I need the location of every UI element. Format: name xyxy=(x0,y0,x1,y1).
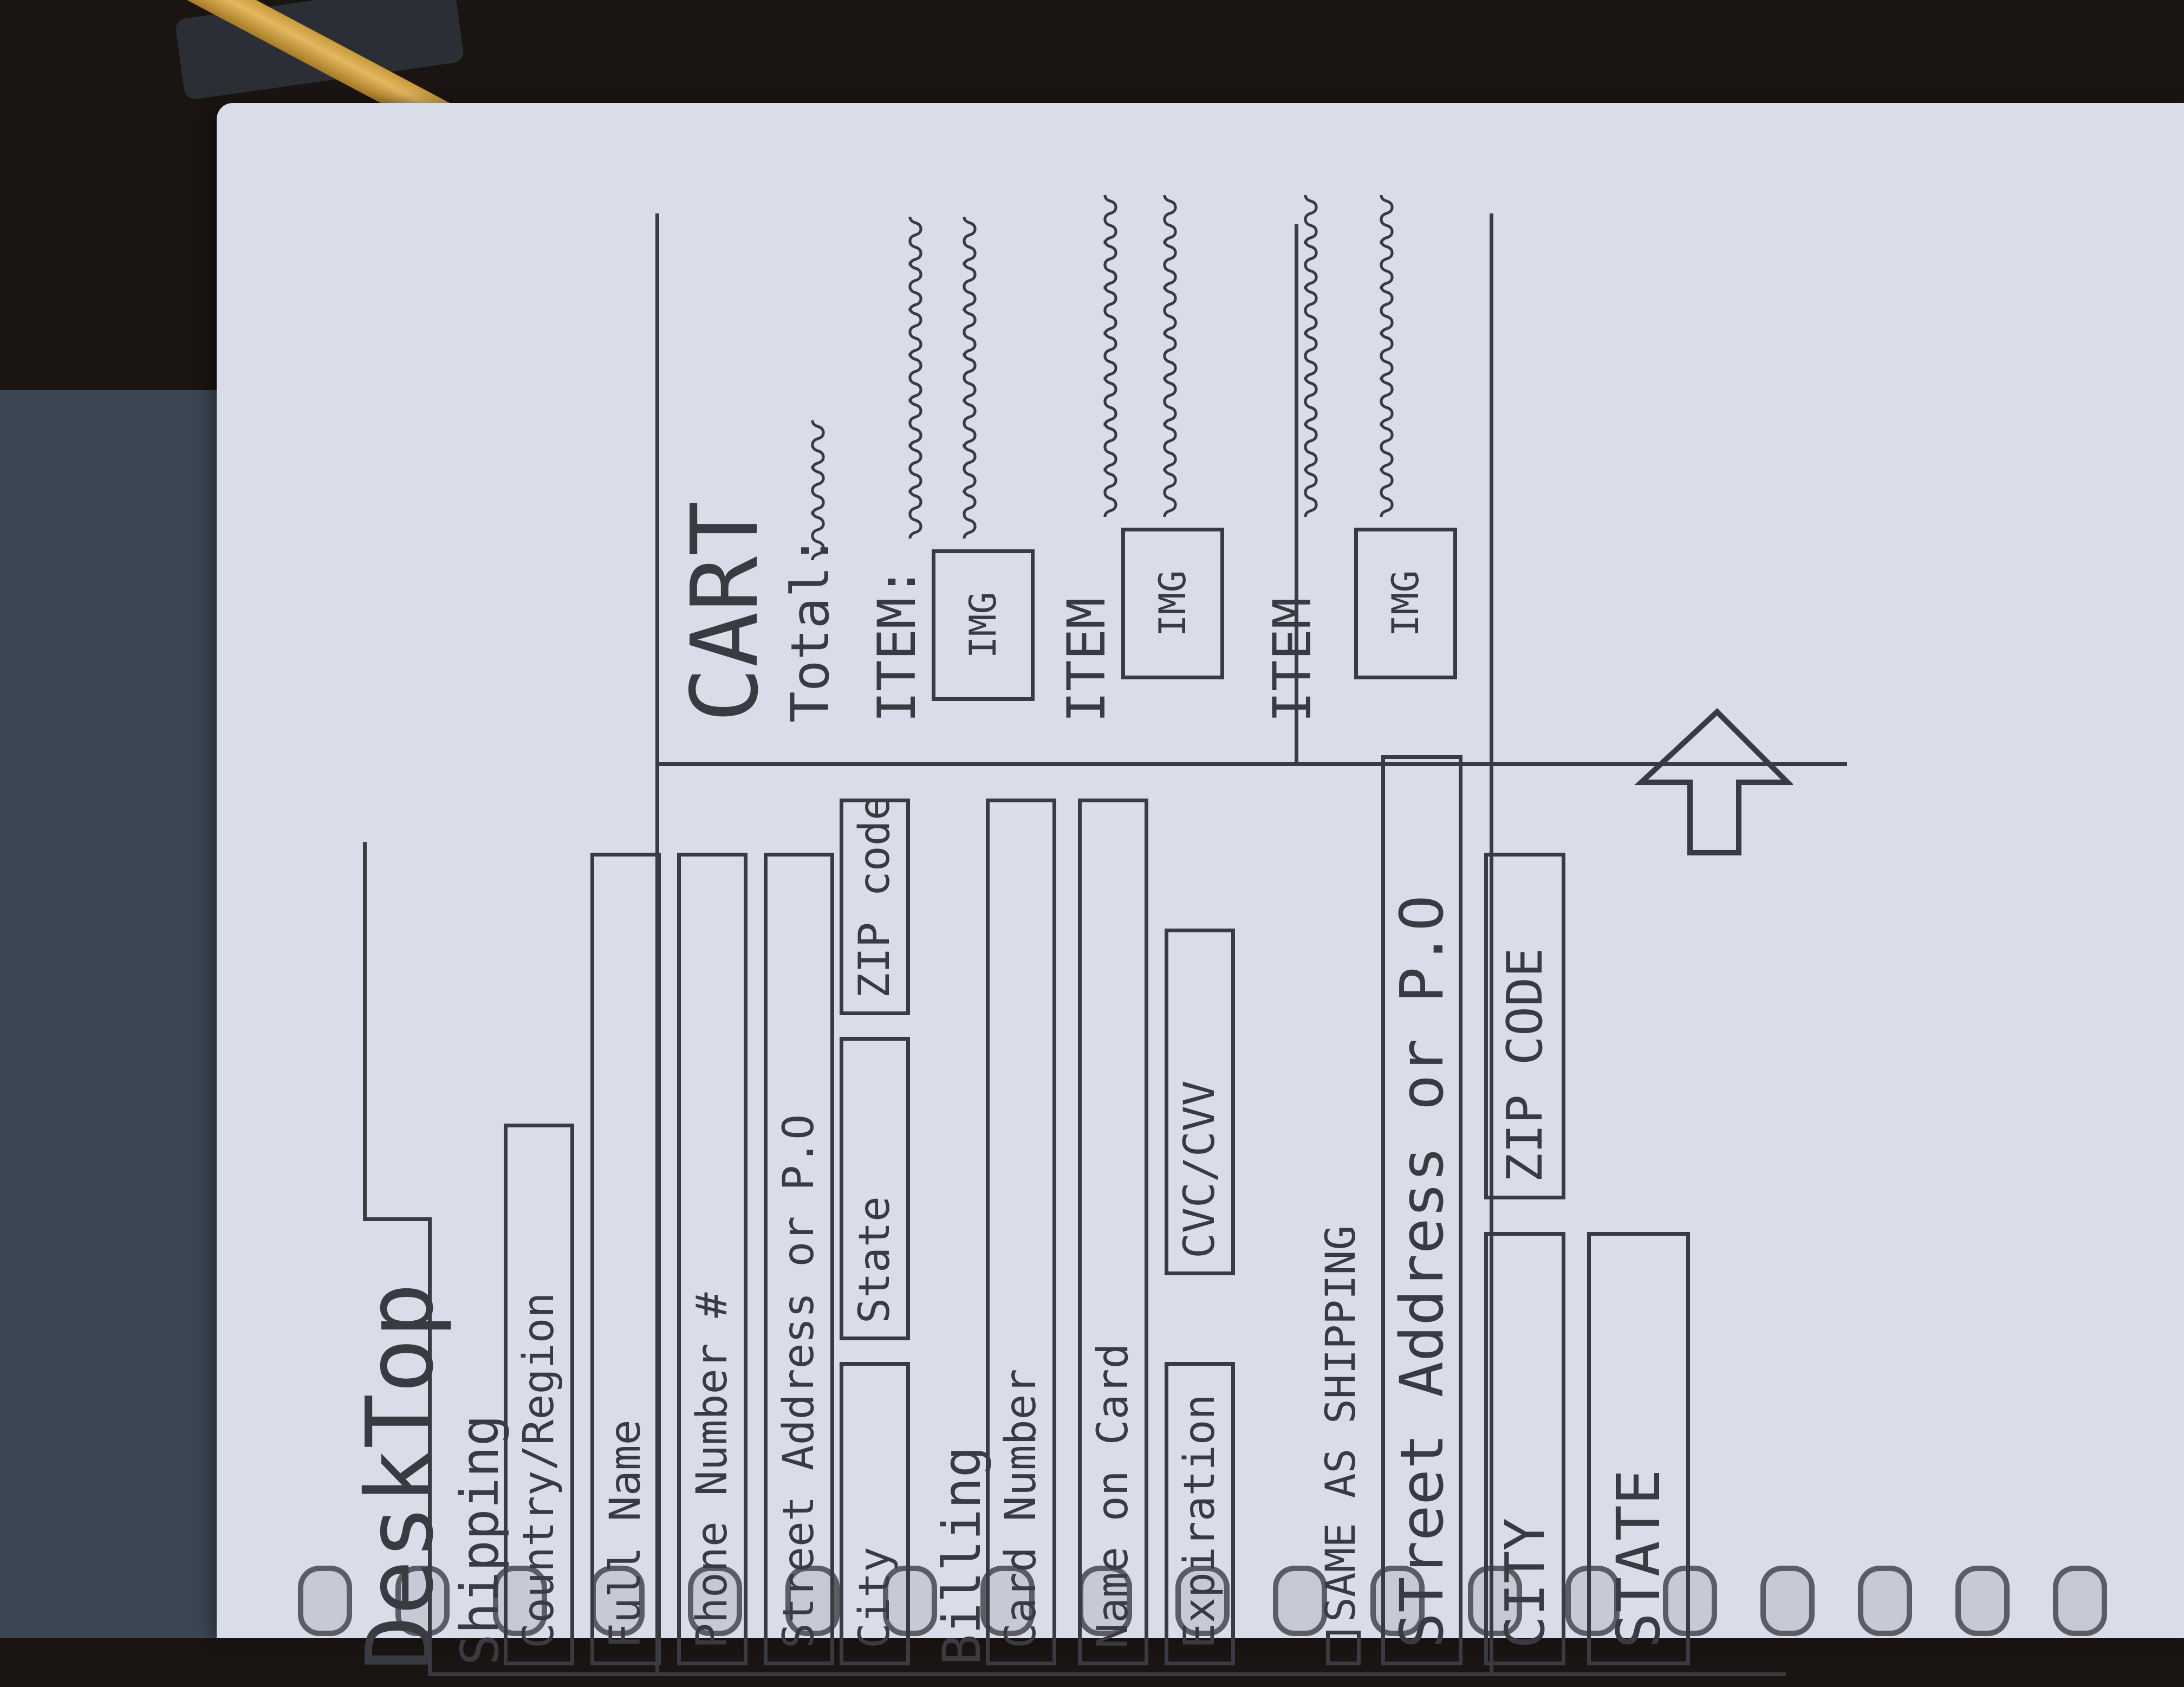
city-field[interactable]: City xyxy=(840,1362,910,1665)
total-placeholder-squiggle: 〰〰〰 xyxy=(791,424,848,560)
spiral-ring xyxy=(688,1566,742,1636)
name-on-card-field[interactable]: Name on Card xyxy=(1078,799,1148,1665)
tab-outline xyxy=(363,842,367,1221)
billing-city-field[interactable]: CITY xyxy=(1484,1232,1565,1665)
spiral-ring xyxy=(883,1566,937,1636)
spiral-ring xyxy=(1565,1566,1620,1636)
cart-item-label: ITEM: xyxy=(867,566,927,723)
cart-item-label: ITEM xyxy=(1056,597,1117,723)
billing-street-address-field[interactable]: STreet Address or P.O xyxy=(1381,755,1462,1665)
phone-number-field[interactable]: Phone Number # xyxy=(677,853,748,1665)
next-arrow-button[interactable] xyxy=(1630,701,1795,864)
spiral-ring xyxy=(1760,1566,1815,1636)
spiral-ring xyxy=(1663,1566,1717,1636)
spiral-ring xyxy=(1175,1566,1230,1636)
cart-item-image: IMG xyxy=(1121,528,1224,679)
cvc-cvv-field[interactable]: CVC/CVV xyxy=(1165,929,1235,1275)
spiral-ring xyxy=(395,1566,450,1636)
cart-total-label: Total: xyxy=(780,535,841,723)
wireframe-sketch: DeskTop Shipping Country/Region Full Nam… xyxy=(347,192,1847,1687)
desk-surface xyxy=(0,390,227,1638)
spiral-ring xyxy=(1370,1566,1425,1636)
spiral-ring xyxy=(493,1566,547,1636)
full-name-field[interactable]: Full Name xyxy=(590,853,661,1665)
billing-zip-code-field[interactable]: ZIP CODE xyxy=(1484,853,1565,1199)
cart-item-label: ITEM xyxy=(1262,597,1323,723)
cart-heading: CART xyxy=(672,501,779,723)
card-number-field[interactable]: Card Number xyxy=(986,799,1056,1665)
notebook-page: DeskTop Shipping Country/Region Full Nam… xyxy=(217,103,2184,1676)
item-detail-squiggle: 〰〰〰〰〰〰〰 xyxy=(1360,198,1417,517)
arrow-icon xyxy=(1634,708,1795,855)
frame-line xyxy=(432,1672,1786,1676)
spiral-ring xyxy=(1273,1566,1327,1636)
state-field[interactable]: State xyxy=(840,1037,910,1340)
zip-code-field[interactable]: ZIP code xyxy=(840,799,910,1015)
billing-state-field[interactable]: STATE xyxy=(1587,1232,1690,1665)
street-address-field[interactable]: Street Address or P.O xyxy=(764,853,834,1665)
cart-item-image: IMG xyxy=(1354,528,1457,679)
billing-heading: Billing xyxy=(932,1446,992,1665)
same-as-shipping-text: SAME AS SHIPPING xyxy=(1316,1225,1364,1622)
spiral-ring xyxy=(298,1566,352,1636)
spiral-ring xyxy=(1955,1566,2010,1636)
item-detail-squiggle: 〰〰〰〰〰〰〰 xyxy=(943,220,1000,538)
spiral-ring xyxy=(980,1566,1035,1636)
spiral-ring xyxy=(1078,1566,1132,1636)
shipping-heading: Shipping xyxy=(450,1415,510,1665)
cart-item-image: IMG xyxy=(932,549,1035,701)
spiral-ring xyxy=(590,1566,645,1636)
country-region-select[interactable]: Country/Region xyxy=(504,1124,574,1665)
spiral-ring xyxy=(2053,1566,2107,1636)
spiral-ring xyxy=(1468,1566,1522,1636)
tab-outline xyxy=(363,1217,432,1221)
spiral-ring xyxy=(785,1566,840,1636)
item-detail-squiggle: 〰〰〰〰〰〰〰 xyxy=(1284,198,1341,517)
expiration-field[interactable]: Expiration xyxy=(1165,1362,1235,1665)
same-as-shipping-checkbox[interactable] xyxy=(1326,1631,1361,1665)
item-detail-squiggle: 〰〰〰〰〰〰〰 xyxy=(1143,198,1200,517)
same-as-shipping-label: SAME AS SHIPPING xyxy=(1316,1225,1364,1665)
page-title: DeskTop xyxy=(347,1282,454,1671)
spiral-ring xyxy=(1858,1566,1912,1636)
